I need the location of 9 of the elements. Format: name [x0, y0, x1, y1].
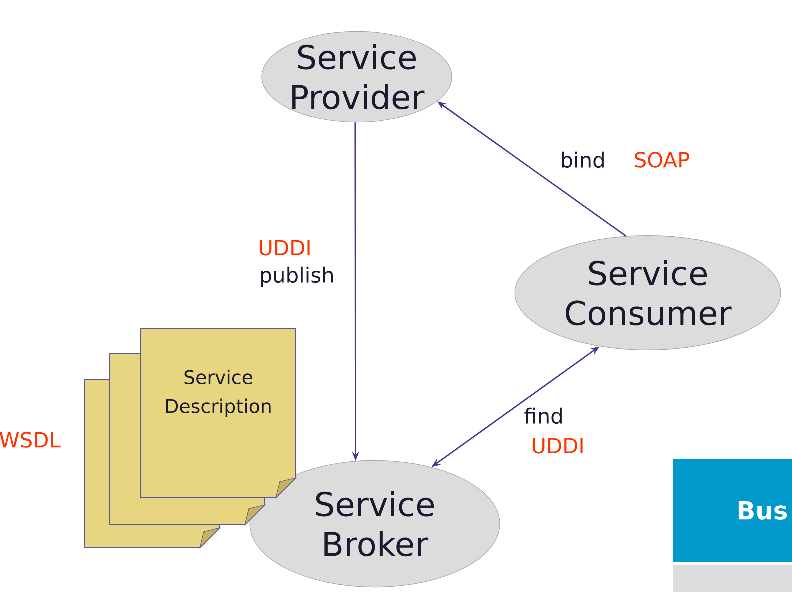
- protocol-label: WSDL: [0, 432, 61, 448]
- edge-label: publish: [258, 266, 336, 288]
- panel-box: [673, 565, 792, 592]
- protocol-label: SOAP: [635, 152, 690, 168]
- edge-label: find: [523, 406, 565, 426]
- edge-label: bind: [559, 150, 607, 170]
- protocol-label: UDDI: [260, 240, 310, 256]
- heading-box: Bus: [673, 459, 792, 562]
- protocol-label: UDDI: [532, 438, 583, 454]
